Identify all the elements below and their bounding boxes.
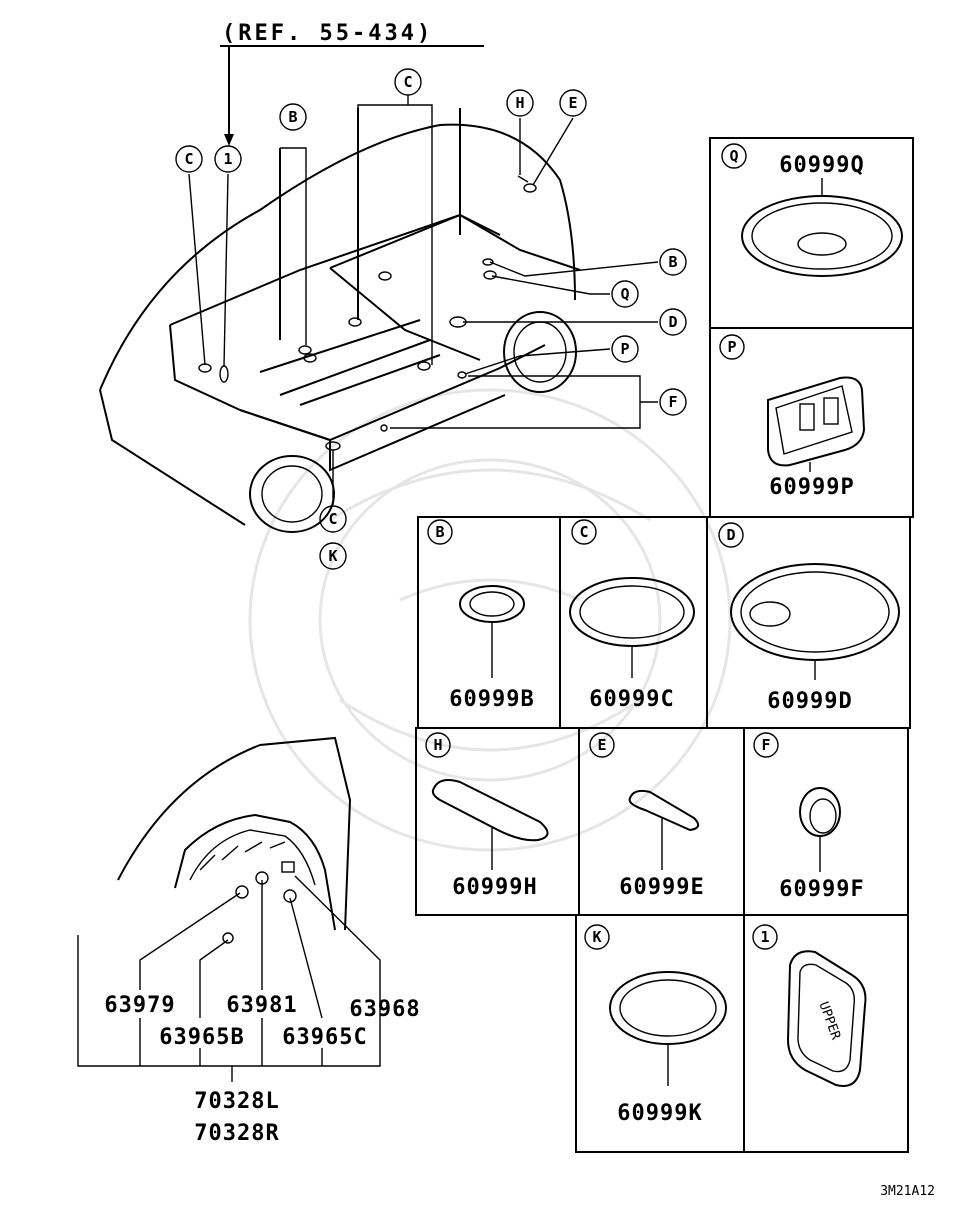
svg-text:Q: Q (620, 285, 629, 303)
svg-text:Q: Q (729, 147, 738, 165)
part-Q-number: 60999Q (779, 153, 864, 178)
callout-C-left: C (175, 145, 203, 173)
reference-label: (REF. 55-434) (222, 21, 433, 46)
fender-illustration (117, 736, 352, 944)
part-C-cell: C 60999C (569, 519, 695, 712)
part-63968-label: 63968 (349, 997, 420, 1022)
callout-P: P (611, 335, 639, 363)
part-K-number: 60999K (617, 1101, 702, 1126)
part-Q-cell: Q 60999Q (721, 143, 903, 277)
callout-Q: Q (611, 280, 639, 308)
part-1-cell: 1 UPPER (752, 924, 867, 1087)
callout-1: 1 (214, 145, 242, 173)
part-F-cell: F 60999F (753, 732, 864, 902)
svg-text:P: P (620, 340, 629, 358)
svg-text:P: P (727, 338, 736, 356)
svg-text:C: C (579, 523, 588, 541)
svg-text:E: E (597, 736, 606, 754)
callout-E: E (559, 89, 587, 117)
assembly-left-label: 70328L (194, 1089, 279, 1114)
callout-B-right: B (659, 248, 687, 276)
callout-C-bottom: C (319, 505, 347, 533)
svg-text:F: F (761, 736, 770, 754)
fender-leader-lines (77, 875, 381, 1082)
upper-marking: UPPER (816, 1000, 844, 1042)
drawing-code: 3M21A12 (880, 1184, 935, 1199)
watermark (248, 388, 732, 852)
svg-text:K: K (328, 547, 337, 565)
svg-text:1: 1 (760, 928, 769, 946)
part-C-number: 60999C (589, 687, 674, 712)
part-D-number: 60999D (767, 689, 852, 714)
parts-grid (415, 137, 914, 1153)
callout-C-top: C (394, 68, 422, 96)
part-P-number: 60999P (769, 475, 854, 500)
callout-D: D (659, 308, 687, 336)
part-B-number: 60999B (449, 687, 534, 712)
svg-text:D: D (726, 526, 735, 544)
assembly-right-label: 70328R (194, 1121, 279, 1146)
part-P-cell: P 60999P (719, 334, 866, 500)
part-63981-label: 63981 (226, 993, 297, 1018)
part-F-number: 60999F (779, 877, 864, 902)
part-H-cell: H 60999H (425, 732, 549, 900)
part-B-cell: B 60999B (427, 519, 534, 712)
svg-text:H: H (433, 736, 442, 754)
part-H-number: 60999H (452, 875, 537, 900)
svg-text:E: E (568, 94, 577, 112)
callout-F: F (659, 388, 687, 416)
svg-text:C: C (403, 73, 412, 91)
callout-H: H (506, 89, 534, 117)
callout-K: K (319, 542, 347, 570)
svg-text:C: C (328, 510, 337, 528)
part-E-number: 60999E (619, 875, 704, 900)
svg-text:D: D (668, 313, 677, 331)
fender-part-labels: 63979 63981 63968 63965B 63965C 70328L 7… (104, 993, 420, 1146)
body-callouts: C 1 B C H E B Q D P F C K (175, 68, 687, 570)
svg-text:K: K (592, 928, 601, 946)
part-63979-label: 63979 (104, 993, 175, 1018)
svg-text:F: F (668, 393, 677, 411)
svg-text:C: C (184, 150, 193, 168)
part-63965C-label: 63965C (282, 1025, 367, 1050)
svg-text:B: B (668, 253, 677, 271)
svg-text:1: 1 (223, 150, 232, 168)
body-leader-lines (188, 95, 659, 505)
svg-text:B: B (288, 108, 297, 126)
vehicle-body-illustration (99, 108, 581, 533)
part-E-cell: E 60999E (589, 732, 704, 900)
callout-B-top: B (279, 103, 307, 131)
reference-header: (REF. 55-434) (220, 21, 484, 146)
part-63965B-label: 63965B (159, 1025, 244, 1050)
part-K-cell: K 60999K (584, 924, 727, 1126)
svg-text:H: H (515, 94, 524, 112)
svg-text:B: B (435, 523, 444, 541)
part-D-cell: D 60999D (718, 522, 900, 714)
